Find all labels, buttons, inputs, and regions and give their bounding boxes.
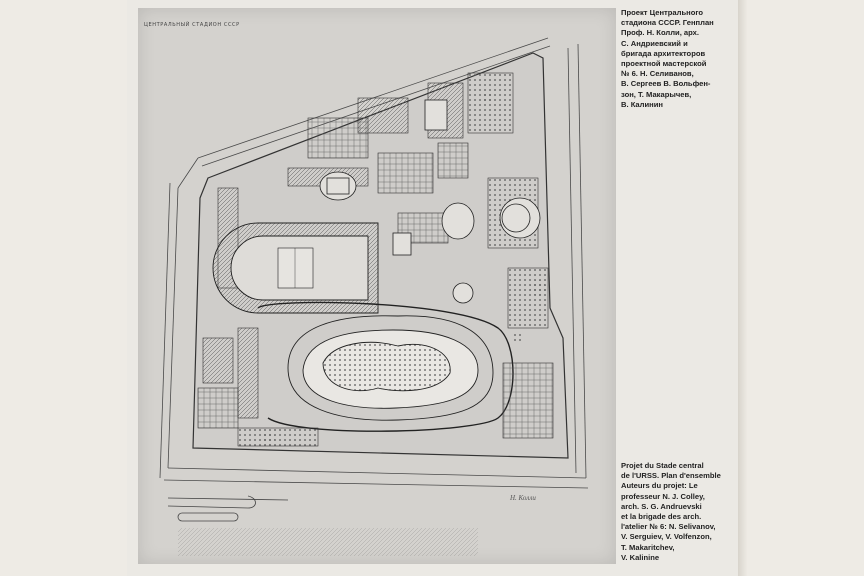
caption-line: professeur N. J. Colley,	[621, 491, 705, 501]
page-edge	[738, 0, 748, 576]
caption-line: V. Serguiev, V. Volfenzon,	[621, 532, 712, 542]
caption-line: проектной мастерской	[621, 59, 707, 69]
access-roads	[167, 495, 289, 522]
caption-french: Projet du Stade central de l'URSS. Plan …	[621, 461, 739, 563]
caption-line: В. Калинин	[621, 99, 663, 109]
caption-line: Auteurs du projet: Le	[621, 481, 698, 491]
caption-line: № 6. Н. Селиванов,	[621, 69, 694, 79]
main-stadium	[212, 222, 379, 314]
caption-line: Проект Центрального	[621, 8, 704, 17]
lower-blocks	[197, 267, 554, 447]
caption-line: T. Makaritchev,	[621, 542, 675, 552]
secondary-fields	[319, 99, 541, 304]
master-plan-plate: ЦЕНТРАЛЬНЫЙ СТАДИОН СССР	[138, 8, 616, 564]
caption-line: стадиона СССР. Генплан	[621, 18, 714, 28]
caption-line: Проф. Н. Колли, арх.	[621, 28, 700, 38]
caption-line: l'atelier № 6: N. Selivanov,	[621, 522, 716, 532]
caption-line: et la brigade des arch.	[621, 512, 702, 522]
caption-line: Projet du Stade central	[621, 461, 704, 470]
caption-line: зон, Т. Макарычев,	[621, 89, 692, 99]
plate-title: ЦЕНТРАЛЬНЫЙ СТАДИОН СССР	[144, 22, 240, 28]
caption-line: С. Андриевский и	[621, 38, 688, 48]
central-park-lake	[257, 301, 514, 432]
caption-line: de l'URSS. Plan d'ensemble	[621, 471, 721, 481]
caption-russian: Проект Центрального стадиона СССР. Генпл…	[621, 8, 739, 110]
stadium-master-plan	[159, 37, 589, 556]
caption-line: В. Сергеев В. Вольфен-	[621, 79, 711, 89]
caption-line: V. Kalinine	[621, 552, 660, 562]
architect-signature: Н. Колли	[510, 494, 536, 502]
caption-line: arch. S. G. Andruevski	[621, 501, 702, 511]
trees	[261, 92, 546, 445]
caption-line: бригада архитекторов	[621, 48, 706, 58]
plan-legend	[178, 528, 478, 556]
